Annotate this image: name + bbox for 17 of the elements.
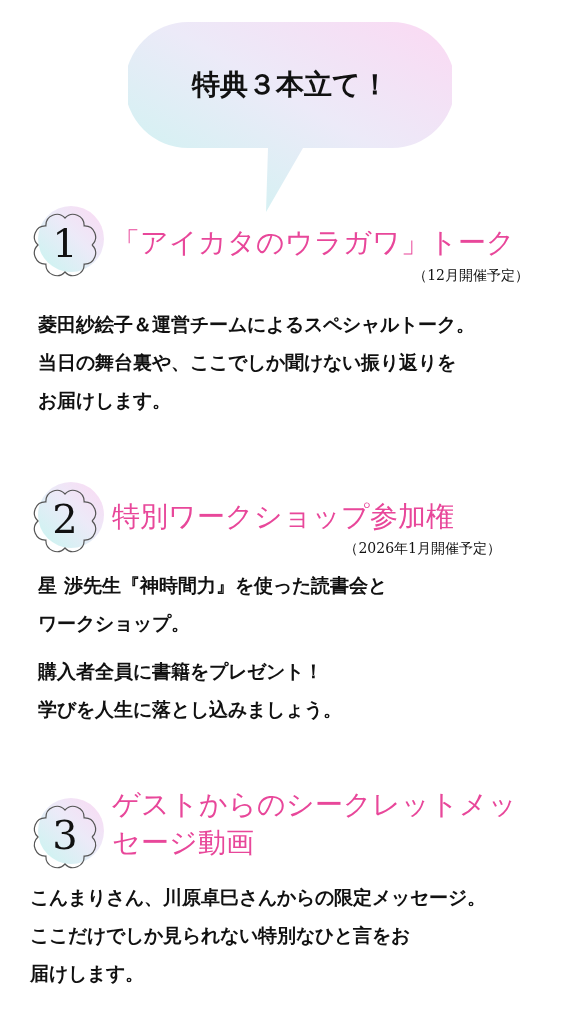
description-text: 購入者全員に書籍をプレゼント！ [38,659,324,684]
description-text: 当日の舞台裏や、ここでしか聞けない振り返りをお届けします。 [38,350,457,413]
badge-number: 2 [52,496,78,542]
schedule-note: （2026年1月開催予定） [344,539,501,558]
section-heading: ゲストからのシークレットメッセージ動画 [112,787,518,861]
description-text: 学びを人生に落とし込みましょう。 [38,697,343,722]
description-text: こんまりさん、川原卓巳さんからの限定メッセージ。 [30,885,487,910]
schedule-note: （12月開催予定） [413,266,529,285]
speech-bubble [128,22,452,212]
description-text: 菱田紗絵子＆運営チームによるスペシャルトーク。 [38,312,476,337]
description-text: ここだけでしか見られない特別なひと言をお届けします。 [30,923,411,986]
badge-number: 3 [52,812,78,858]
section-heading: 「アイカタのウラガワ」トーク [112,225,516,261]
description-text: 星 渉先生『神時間力』を使った読書会とワークショップ。 [38,573,388,636]
section-heading: 特別ワークショップ参加権 [112,499,455,535]
badge-number: 1 [52,220,78,266]
heading-text: 特典３本立て！ [191,67,389,103]
